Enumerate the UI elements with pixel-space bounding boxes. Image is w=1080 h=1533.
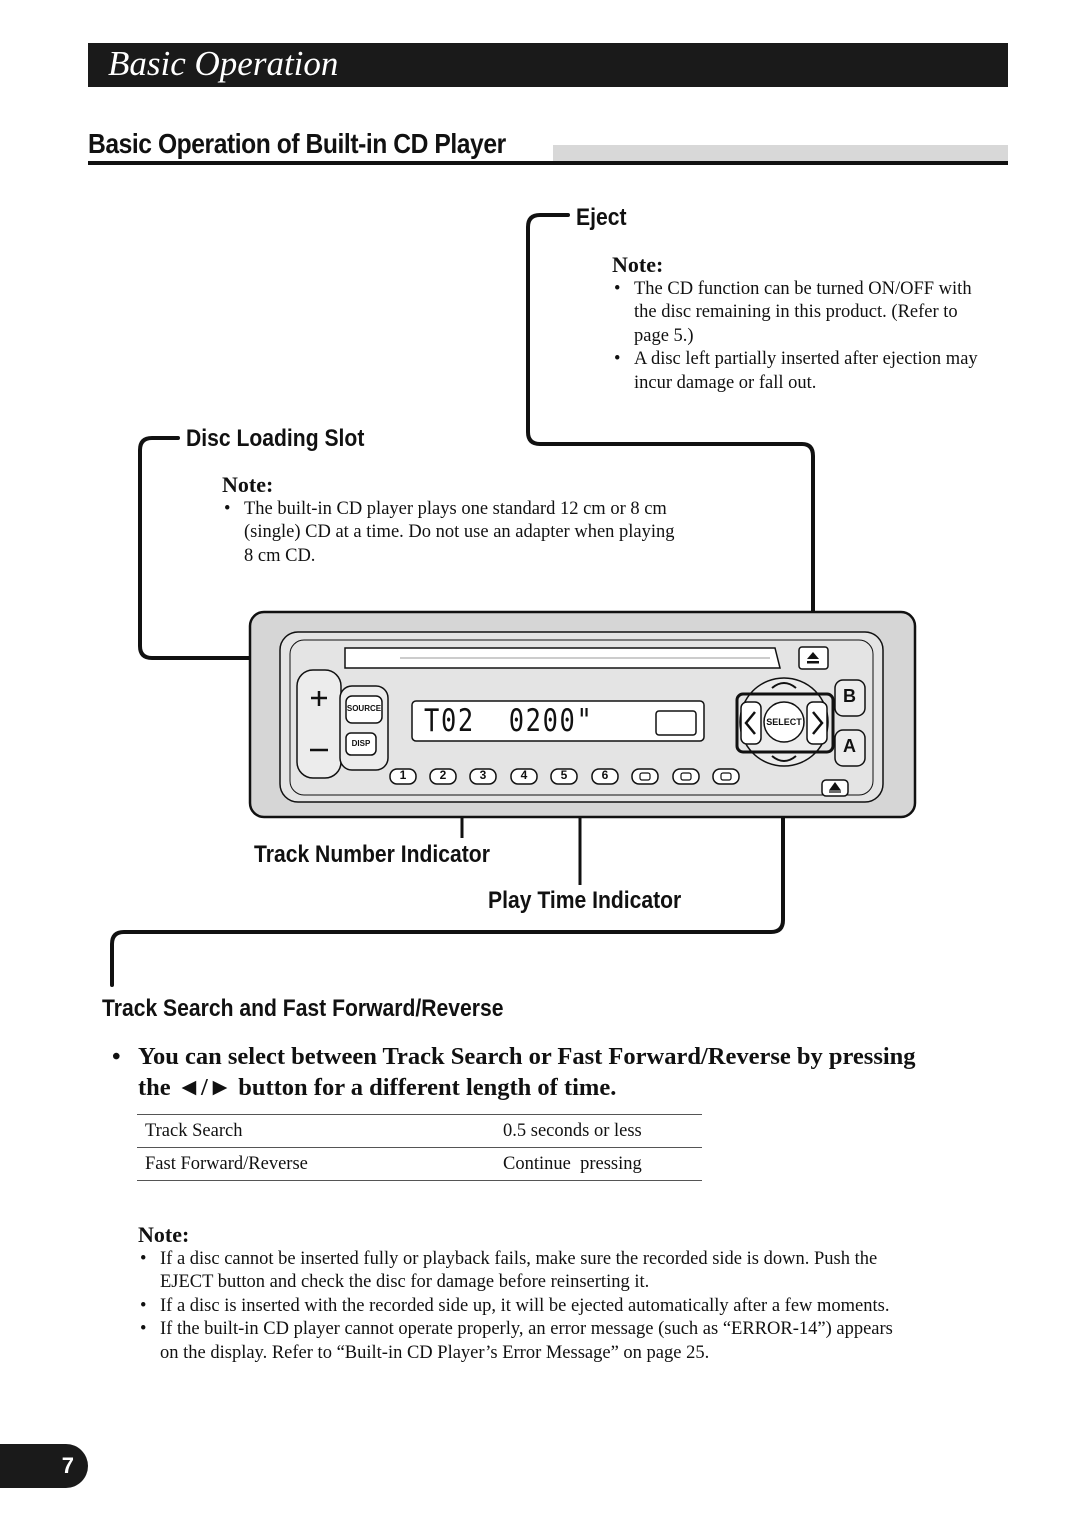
chevron-left-icon: [744, 711, 756, 735]
track-search-label: Track Search and Fast Forward/Reverse: [102, 995, 504, 1022]
eject-note-1: The CD function can be turned ON/OFF wit…: [612, 278, 992, 348]
page-number-tab: 7: [0, 1444, 88, 1488]
bottom-note-2: If a disc is inserted with the recorded …: [138, 1295, 898, 1319]
instruction-line-1: You can select between Track Search or F…: [138, 1043, 916, 1070]
band-a-button: [834, 729, 866, 767]
preset-5-label: 5: [560, 768, 568, 782]
disc-slot-notes: The built-in CD player plays one standar…: [222, 498, 682, 568]
table-cell-duration: 0.5 seconds or less: [495, 1114, 702, 1148]
volume-up-icon: [311, 691, 327, 706]
band-b-label: B: [843, 686, 856, 706]
right-arrow-button: [806, 701, 828, 745]
disp-button: [345, 732, 377, 756]
eject-icon: [807, 652, 819, 659]
track-search-table: Track Search 0.5 seconds or less Fast Fo…: [137, 1114, 702, 1181]
disc-slot-note-heading: Note:: [222, 472, 274, 497]
play-time-label: Play Time Indicator: [488, 887, 682, 914]
disc-slot-callout-line: [138, 436, 347, 660]
table-cell-action: Fast Forward/Reverse: [137, 1147, 495, 1181]
select-button-label: SELECT: [766, 717, 802, 727]
source-button: [345, 695, 383, 724]
disp-button-label: DISP: [351, 739, 371, 748]
preset-1-label: 1: [399, 768, 407, 782]
preset-4-label: 4: [520, 768, 528, 782]
table-cell-action: Track Search: [137, 1114, 495, 1148]
instruction-bullet: •: [112, 1043, 121, 1070]
page-number: 7: [61, 1453, 74, 1478]
instruction-line-2: the ◄/► button for a different length of…: [138, 1074, 617, 1101]
eject-note-2: A disc left partially inserted after eje…: [612, 348, 994, 395]
bottom-notes: If a disc cannot be inserted fully or pl…: [138, 1248, 898, 1365]
section-rule: [88, 161, 1008, 165]
preset-6-label: 6: [601, 768, 609, 782]
eject-notes: The CD function can be turned ON/OFF wit…: [612, 278, 992, 395]
source-button-label: SOURCE: [346, 704, 382, 713]
table-row: Fast Forward/Reverse Continue pressing: [137, 1147, 702, 1181]
eject-label: Eject: [576, 204, 627, 231]
track-search-callout-line: [110, 756, 785, 987]
table-row: Track Search 0.5 seconds or less: [137, 1114, 702, 1148]
eject-callout-line: [526, 213, 815, 650]
page-header-title: Basic Operation: [108, 44, 339, 83]
bottom-note-1: If a disc cannot be inserted fully or pl…: [138, 1248, 898, 1295]
select-button: [763, 701, 805, 743]
bottom-note-3: If the built-in CD player cannot operate…: [138, 1318, 898, 1365]
preset-3-label: 3: [479, 768, 487, 782]
volume-rocker: [296, 669, 342, 779]
lcd-display-text: T02 0200": [424, 703, 594, 739]
table-cell-duration: Continue pressing: [495, 1147, 702, 1181]
detach-icon: [828, 781, 842, 793]
chevron-right-icon: [812, 711, 824, 735]
disc-slot-label: Disc Loading Slot: [186, 425, 365, 452]
track-number-label: Track Number Indicator: [254, 841, 490, 868]
left-arrow-button: [740, 701, 762, 745]
preset-2-label: 2: [439, 768, 447, 782]
section-title: Basic Operation of Built-in CD Player: [88, 128, 506, 159]
bottom-note-heading: Note:: [138, 1222, 190, 1247]
band-b-button: [834, 679, 866, 717]
eject-note-heading: Note:: [612, 252, 664, 277]
section-title-band: [553, 145, 1008, 161]
disc-slot-note-1: The built-in CD player plays one standar…: [222, 498, 682, 568]
header-bar: [88, 43, 1008, 87]
band-a-label: A: [843, 736, 856, 756]
lcd-display: [411, 700, 705, 742]
track-search-buttons: [735, 692, 835, 754]
